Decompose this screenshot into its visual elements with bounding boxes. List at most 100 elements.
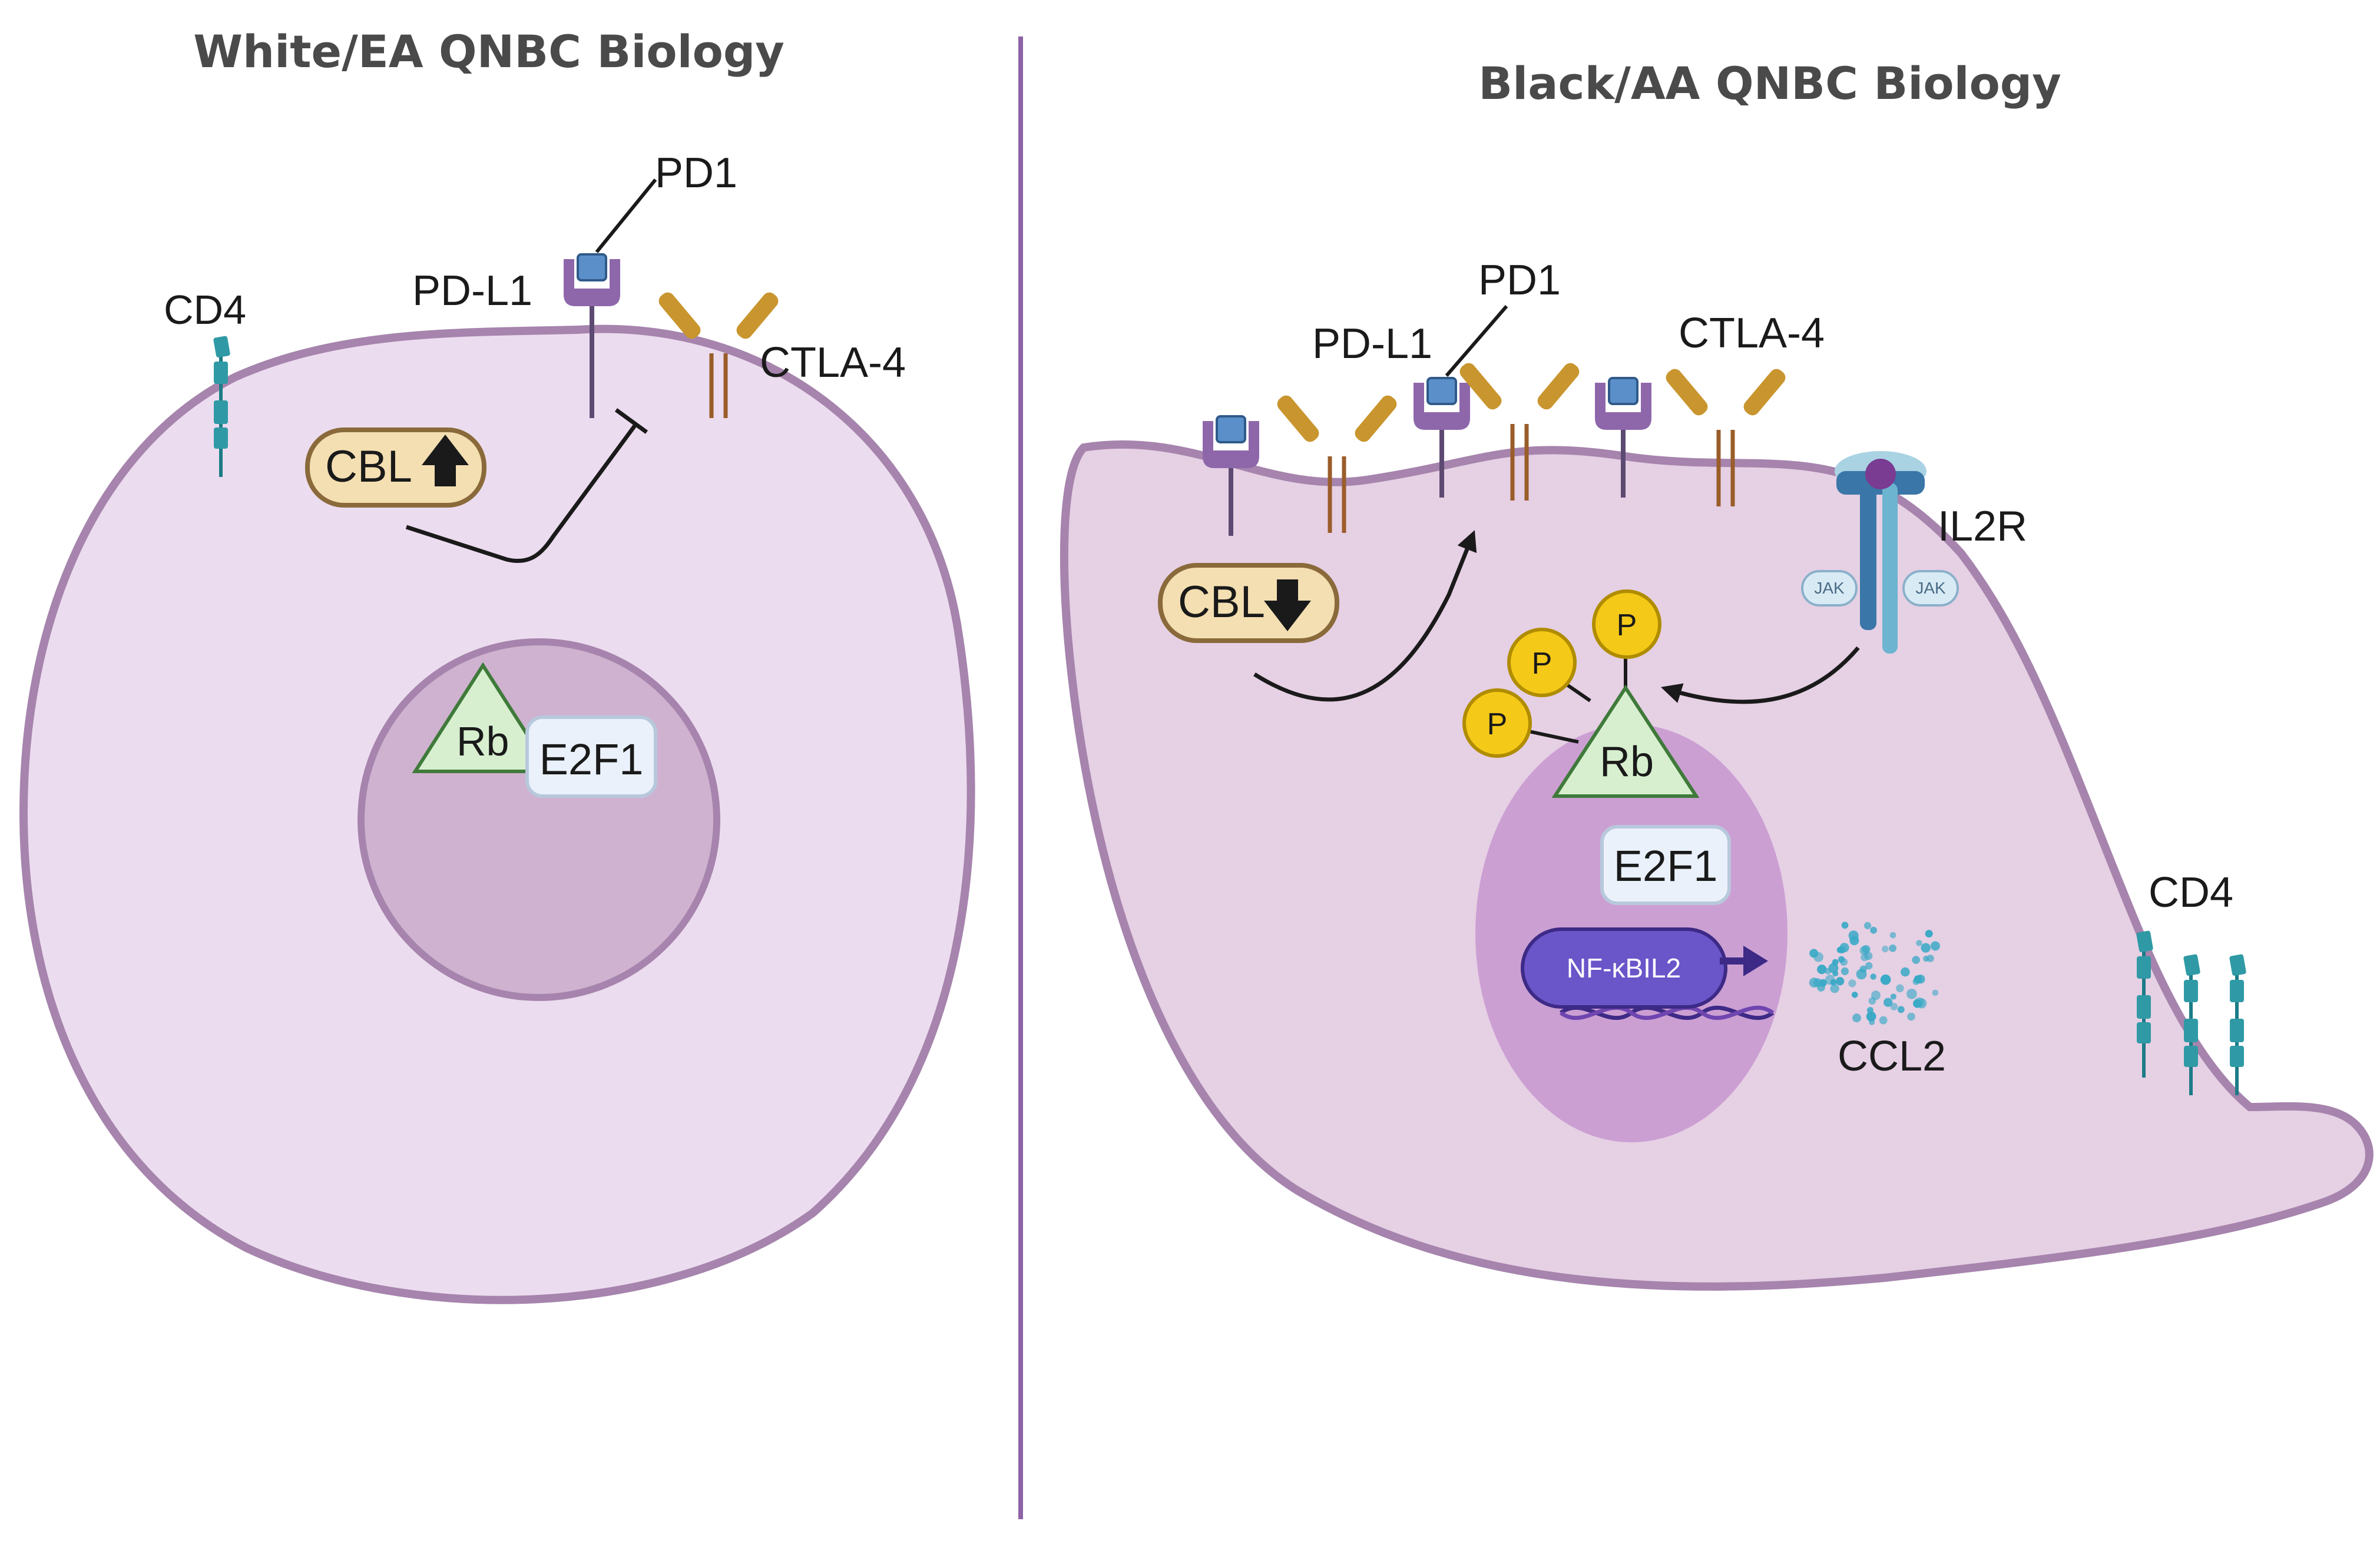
ccl2-dot	[1809, 977, 1819, 988]
ccl2-dot	[1830, 984, 1839, 993]
ccl2-dot	[1889, 932, 1896, 939]
right-pdl1-receptor-2	[1414, 305, 1508, 498]
right-cd4-label: CD4	[2149, 869, 2233, 916]
right-ctla4-label: CTLA-4	[1679, 310, 1825, 357]
ccl2-dot	[1841, 922, 1849, 929]
right-cd4-receptor-1	[2136, 930, 2153, 1078]
ccl2-dot	[1914, 975, 1922, 983]
ccl2-dot	[1932, 989, 1939, 996]
right-rb-protein	[1551, 684, 1700, 798]
left-panel: White/EA QNBC Biology CD4 PD1 PD-L1	[19, 25, 975, 1304]
ccl2-dot	[1896, 984, 1904, 993]
dna-helix-icon	[1559, 1005, 1775, 1020]
activation-arrow-icon	[1253, 530, 1477, 702]
ccl2-dot	[1890, 993, 1896, 1000]
right-cd4-receptor-3	[2229, 954, 2246, 1095]
ccl2-dot	[1865, 962, 1873, 970]
ccl2-dot	[1852, 1013, 1861, 1023]
left-ctla4-receptor	[658, 292, 779, 418]
ccl2-dot	[1921, 943, 1931, 953]
right-pdl1-receptor-3	[1595, 377, 1651, 498]
left-cd4-receptor	[213, 336, 230, 477]
svg-text:P: P	[1617, 608, 1637, 642]
transcription-arrow-icon	[1720, 946, 1768, 976]
left-rb-label: Rb	[456, 718, 509, 764]
left-pdl1-label: PD-L1	[412, 267, 532, 314]
right-cbl-label: CBL	[1178, 577, 1265, 627]
svg-text:P: P	[1532, 647, 1553, 681]
right-il2r-label: IL2R	[1938, 503, 2027, 550]
ccl2-dot	[1849, 936, 1859, 946]
ccl2-dot	[1819, 979, 1827, 987]
right-panel: Black/AA QNBC Biology	[1060, 57, 2374, 1291]
right-jak-label-1: JAK	[1814, 579, 1845, 597]
ccl2-dot	[1863, 922, 1872, 929]
left-pd1-ligand	[577, 253, 607, 281]
ccl2-dot	[1931, 941, 1940, 951]
right-e2f1-protein	[1600, 825, 1731, 905]
ccl2-dot	[1836, 946, 1843, 953]
right-jak-label-2: JAK	[1915, 579, 1946, 597]
arrow-up-icon	[422, 435, 469, 486]
ccl2-dot	[1912, 956, 1920, 964]
right-ctla4-receptor-1	[1277, 395, 1397, 533]
ccl2-dot	[1868, 997, 1876, 1005]
right-pdl1-label: PD-L1	[1312, 320, 1432, 367]
ccl2-dot	[1835, 977, 1845, 986]
phosphate-group-3: P	[1462, 688, 1532, 758]
ccl2-dot	[1856, 969, 1867, 980]
left-cd4-label: CD4	[164, 287, 246, 333]
ccl2-dot	[1861, 953, 1869, 962]
left-e2f1-label: E2F1	[539, 735, 644, 784]
il2-ligand	[1865, 459, 1896, 489]
right-cd4-receptor-2	[2183, 954, 2200, 1095]
right-pd1-label: PD1	[1478, 257, 1561, 304]
ccl2-dot	[1870, 973, 1876, 980]
ccl2-dot	[1884, 997, 1893, 1008]
right-nfkb-label: NF-κBIL2	[1567, 953, 1681, 983]
right-pd1-ligand	[1426, 377, 1457, 405]
inhibition-arrow-icon	[405, 408, 648, 564]
ccl2-dot	[1870, 926, 1878, 934]
ccl2-dot	[1866, 1007, 1873, 1014]
ccl2-dot	[1840, 958, 1848, 966]
left-cbl-badge: CBL	[305, 427, 486, 508]
ccl2-dot	[1809, 949, 1819, 958]
ccl2-dot	[1906, 989, 1917, 999]
right-ccl2-label: CCL2	[1838, 1033, 1946, 1080]
ccl2-dot	[1879, 1016, 1888, 1025]
left-pdl1-receptor	[564, 178, 657, 418]
ccl2-dot	[1869, 1019, 1875, 1025]
ccl2-dot	[1882, 975, 1889, 982]
chemokine-dots-icon	[1809, 922, 1940, 1025]
left-pd1-label: PD1	[655, 150, 737, 197]
left-ctla4-label: CTLA-4	[760, 339, 906, 386]
left-panel-title: White/EA QNBC Biology	[193, 25, 784, 78]
ccl2-dot	[1817, 965, 1827, 975]
ccl2-dot	[1851, 992, 1858, 998]
svg-text:P: P	[1487, 707, 1508, 741]
right-nfkb-factor: NF-κBIL2	[1521, 927, 1768, 1009]
il2r-to-rb-arrow-icon	[1660, 646, 1860, 704]
left-nucleus	[358, 638, 720, 1001]
phosphate-group-1: P	[1507, 628, 1577, 697]
right-cbl-badge: CBL	[1158, 563, 1339, 643]
ccl2-dot	[1859, 946, 1869, 955]
right-panel-title: Black/AA QNBC Biology	[1478, 57, 2061, 110]
arrow-down-icon	[1264, 579, 1311, 631]
left-e2f1-protein	[525, 715, 657, 798]
left-cbl-label: CBL	[325, 442, 412, 492]
right-e2f1-label: E2F1	[1614, 841, 1718, 890]
ccl2-dot	[1825, 975, 1835, 985]
right-ctla4-receptor-3	[1666, 369, 1786, 506]
ccl2-dot	[1897, 1006, 1905, 1013]
right-pdl1-receptor-1	[1203, 415, 1259, 536]
ccl2-dot	[1889, 945, 1897, 952]
ccl2-dot	[1925, 930, 1933, 938]
ccl2-dot	[1841, 967, 1849, 976]
ccl2-dot	[1882, 945, 1889, 953]
phosphate-group-2: P	[1592, 589, 1661, 659]
ccl2-dot	[1828, 963, 1839, 973]
right-il2r-receptor: JAK JAK	[1801, 451, 1959, 654]
